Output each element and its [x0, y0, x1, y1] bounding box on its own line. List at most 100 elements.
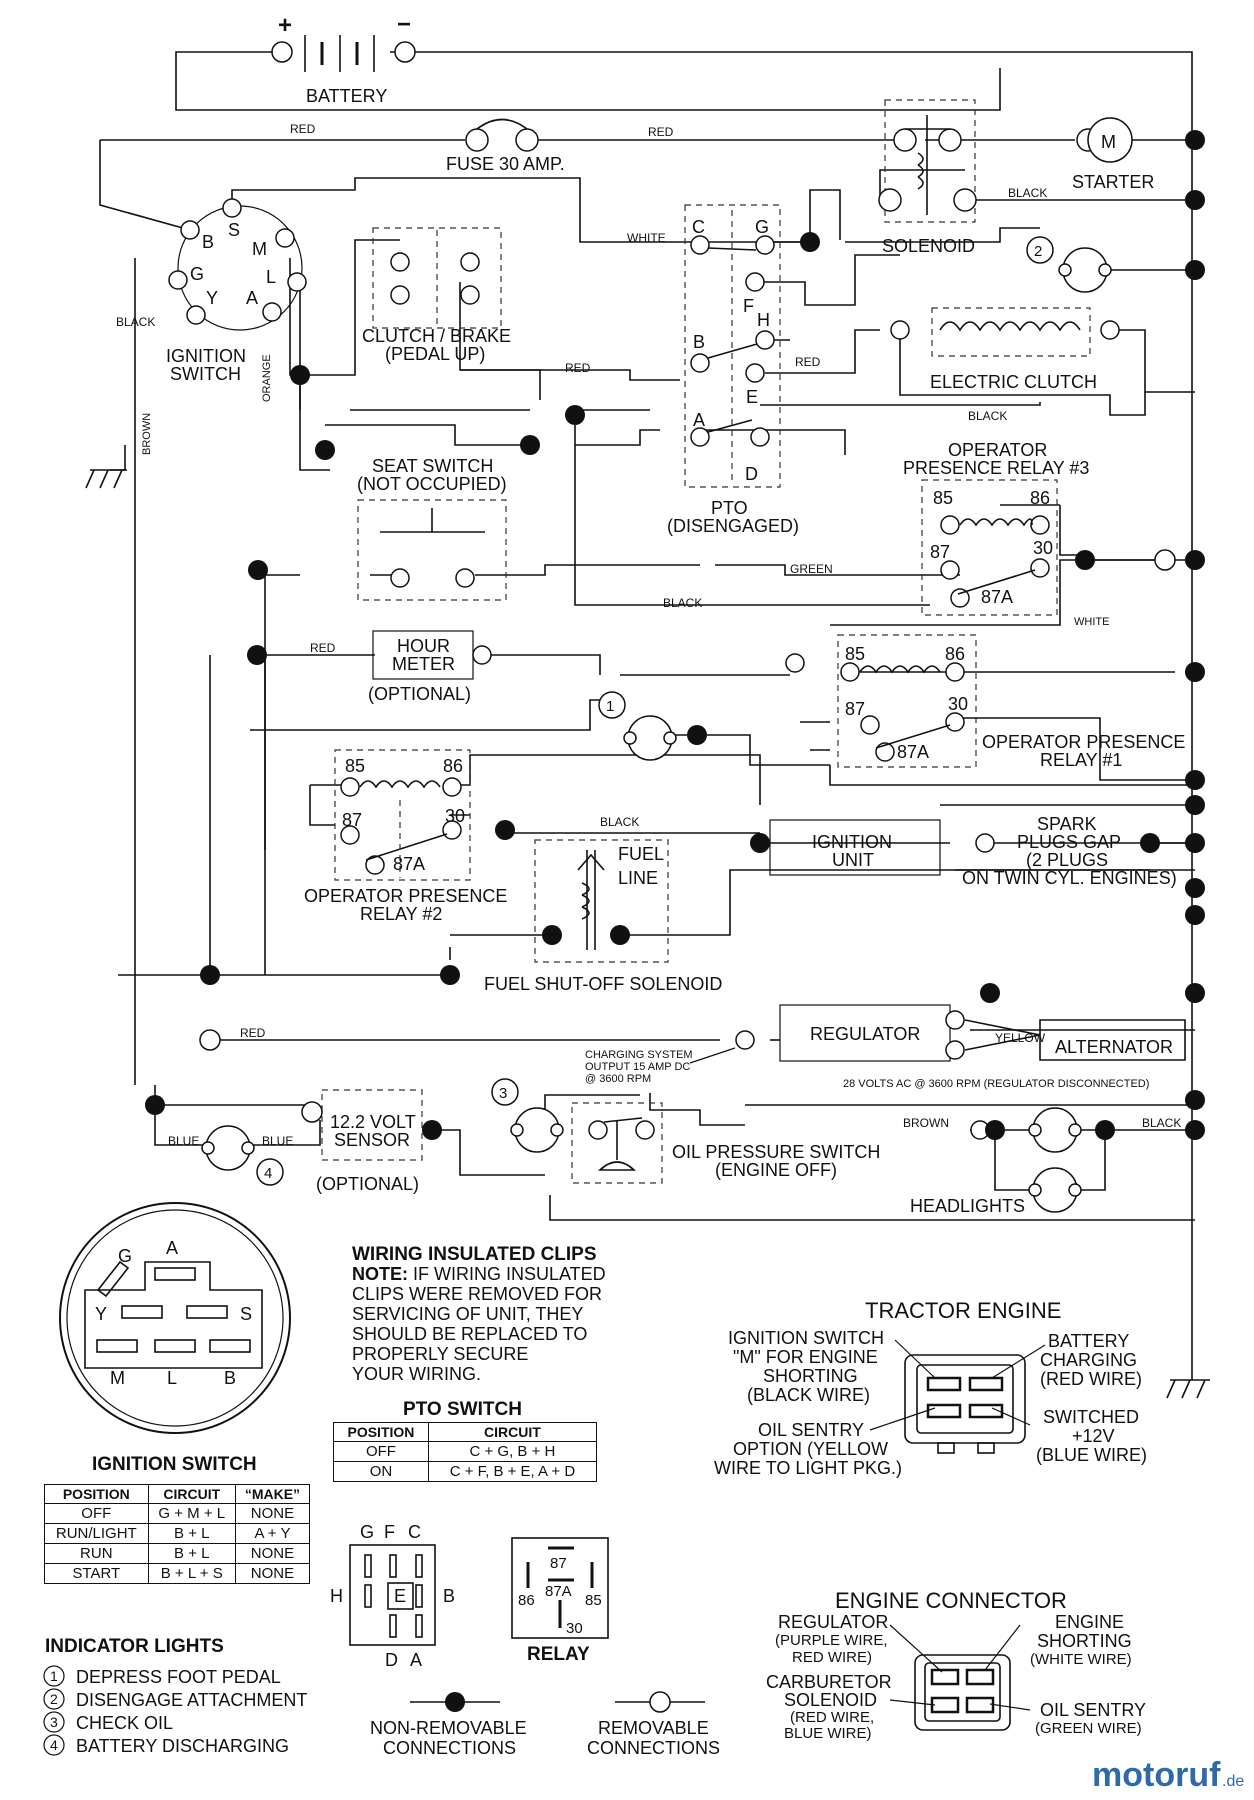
- pto-face-d: D: [385, 1650, 398, 1670]
- removable-connection-circles: [199, 549, 1176, 1123]
- spark-plug-terminal: [975, 833, 995, 853]
- pto-face-f: F: [384, 1522, 395, 1542]
- relay3-pin-86: 86: [1030, 488, 1050, 508]
- ign-term-g: G: [190, 264, 204, 284]
- pto-face-e: E: [394, 1586, 406, 1606]
- ign-face-y: Y: [95, 1304, 107, 1324]
- oil-switch-label-2: (ENGINE OFF): [715, 1160, 837, 1180]
- relay2-pin-30: 30: [445, 806, 465, 826]
- wire-label-white: WHITE: [627, 231, 666, 245]
- svg-text:+: +: [278, 12, 292, 39]
- relay3-pin-30: 30: [1033, 538, 1053, 558]
- table-cell: NONE: [234, 1503, 311, 1524]
- wire-label-black: BLACK: [600, 815, 639, 829]
- clutch-brake-label: CLUTCH / BRAKE: [362, 326, 511, 346]
- relay2-pin-87a: 87A: [393, 854, 425, 874]
- relay3-pin-85: 85: [933, 488, 953, 508]
- ignition-unit-label: IGNITION: [812, 832, 892, 852]
- electric-clutch-icon: [890, 320, 1120, 340]
- tractor-left1-4: (BLACK WIRE): [747, 1385, 870, 1405]
- svg-text:1: 1: [606, 698, 614, 715]
- relay-face-pin-86: 86: [518, 1592, 535, 1609]
- pto-label-2: (DISENGAGED): [667, 516, 799, 536]
- regulator-box: [779, 1004, 951, 1062]
- oil-pressure-switch-icon: [588, 1117, 655, 1171]
- volt-sensor-optional: (OPTIONAL): [316, 1174, 419, 1194]
- table-cell: OFF: [44, 1503, 149, 1524]
- wire-label-black: BLACK: [968, 409, 1007, 423]
- ignition-table-title: IGNITION SWITCH: [92, 1454, 257, 1475]
- seat-switch-label: SEAT SWITCH: [372, 456, 493, 476]
- pto-term-g: G: [755, 217, 769, 237]
- relay-face-pin-85: 85: [585, 1592, 602, 1609]
- ign-face-s: S: [240, 1304, 252, 1324]
- ignition-switch-icon: [168, 198, 307, 331]
- dashed-boxes: [321, 99, 1091, 1184]
- ign-term-s: S: [228, 220, 240, 240]
- clips-note-title: WIRING INSULATED CLIPS: [352, 1244, 597, 1265]
- engine-left2-4: BLUE WIRE): [784, 1725, 872, 1742]
- connection-legend: [410, 1691, 705, 1713]
- clips-note-line-4: SHOULD BE REPLACED TO: [352, 1324, 587, 1344]
- ign-term-a: A: [246, 288, 258, 308]
- tractor-engine-title: TRACTOR ENGINE: [865, 1298, 1061, 1323]
- legend-removable: REMOVABLE: [598, 1718, 709, 1738]
- tractor-left1-2: "M" FOR ENGINE: [733, 1347, 878, 1367]
- pto-term-h: H: [757, 310, 770, 330]
- regulator-terminal: [945, 1040, 965, 1060]
- ignition-unit-label-2: UNIT: [832, 850, 874, 870]
- relay-1-label-2: RELAY #1: [1040, 750, 1122, 770]
- engine-connector-title: ENGINE CONNECTOR: [835, 1588, 1067, 1613]
- solenoid-label: SOLENOID: [882, 236, 975, 256]
- table-cell: C + G, B + H: [427, 1441, 598, 1462]
- wire-label-brown: BROWN: [141, 413, 153, 455]
- tractor-right1-3: (RED WIRE): [1040, 1369, 1142, 1389]
- relay1-pin-85: 85: [845, 644, 865, 664]
- watermark-logo: motoruf: [1092, 1756, 1221, 1794]
- pto-face-g: G: [360, 1522, 374, 1542]
- hour-meter-label: HOUR: [397, 636, 450, 656]
- tractor-left1-3: SHORTING: [763, 1366, 858, 1386]
- wire-label-orange: ORANGE: [261, 354, 273, 402]
- tractor-right2: SWITCHED: [1043, 1407, 1139, 1427]
- relay-face-pin-87a: 87A: [545, 1583, 572, 1600]
- pto-term-b: B: [693, 332, 705, 352]
- indicator-lamp-1-icon: 1: [598, 691, 677, 761]
- indicator-lamp-2-icon: 2: [1026, 236, 1112, 293]
- headlights-label: HEADLIGHTS: [910, 1196, 1025, 1216]
- volt-sensor-label-2: SENSOR: [334, 1130, 410, 1150]
- seat-switch-label-2: (NOT OCCUPIED): [357, 474, 507, 494]
- fuel-line-label-2: LINE: [618, 868, 658, 888]
- charging-note: CHARGING SYSTEM: [585, 1049, 693, 1061]
- relay3-pin-87: 87: [930, 542, 950, 562]
- pto-switch-icon: [690, 210, 775, 480]
- tractor-left2-3: WIRE TO LIGHT PKG.): [714, 1458, 902, 1478]
- table-cell: RUN/LIGHT: [44, 1523, 149, 1544]
- regulator-label: REGULATOR: [810, 1024, 920, 1044]
- seat-switch-icon: [380, 508, 485, 588]
- pto-table-header: CIRCUIT: [427, 1422, 598, 1442]
- pto-face-b: B: [443, 1586, 455, 1606]
- relay-2-icon: [340, 777, 462, 878]
- engine-left2: CARBURETOR: [766, 1672, 892, 1692]
- pto-table-header: POSITION: [333, 1422, 429, 1442]
- charging-note-3: @ 3600 RPM: [585, 1073, 651, 1085]
- relay-3-label-2: PRESENCE RELAY #3: [903, 458, 1089, 478]
- spark-plugs-label-2: PLUGS GAP: [1017, 832, 1121, 852]
- ign-term-l: L: [266, 267, 276, 287]
- clips-note-line-6: YOUR WIRING.: [352, 1364, 481, 1384]
- fuse-icon: [465, 118, 539, 152]
- ignition-switch-face-icon: [59, 1202, 291, 1434]
- table-cell: B + L: [147, 1543, 236, 1564]
- indicator-item-1: DEPRESS FOOT PEDAL: [76, 1667, 281, 1687]
- wire-label-blue: BLUE: [168, 1134, 199, 1148]
- pto-term-a: A: [693, 410, 705, 430]
- indicator-item-3: CHECK OIL: [76, 1713, 173, 1733]
- regulator-terminal: [945, 1010, 965, 1030]
- relay2-pin-87: 87: [342, 810, 362, 830]
